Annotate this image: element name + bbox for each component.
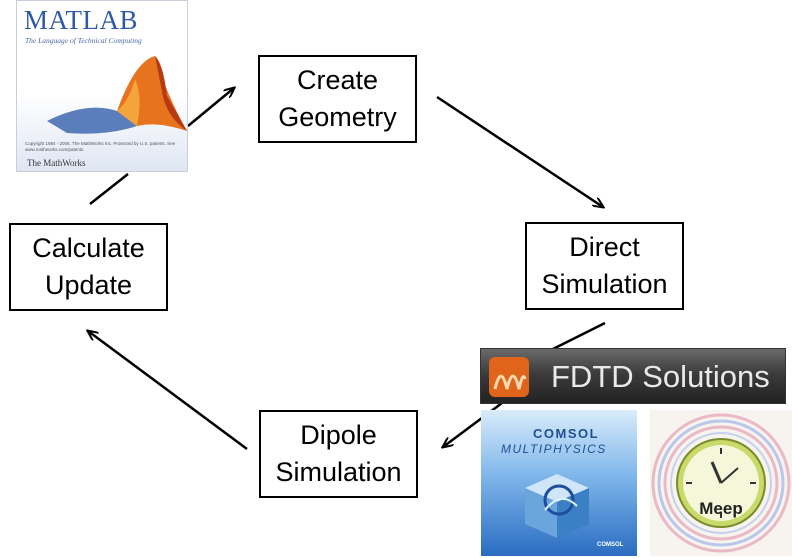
- create-geometry-box: Create Geometry: [258, 55, 417, 143]
- calculate-update-box: Calculate Update: [9, 223, 168, 311]
- arrow-update-to-geometry-head: [187, 88, 234, 127]
- comsol-footer: COMSOL: [597, 542, 624, 548]
- create-geometry-line1: Create: [296, 65, 379, 95]
- mathworks-label: The MathWorks: [27, 158, 86, 168]
- direct-simulation-line2: Simulation: [541, 269, 668, 299]
- arrow-direct-to-dipole: [550, 321, 606, 352]
- comsol-cube-icon: [525, 474, 589, 538]
- fdtd-wave-icon: [489, 357, 529, 397]
- fdtd-solutions-logo: FDTD Solutions: [480, 348, 786, 404]
- dipole-simulation-box: Dipole Simulation: [259, 410, 418, 498]
- matlab-tagline: The Language of Technical Computing: [25, 36, 142, 45]
- matlab-membrane-icon: [47, 56, 187, 134]
- direct-simulation-line1: Direct: [569, 232, 640, 262]
- arrow-dipole-to-update: [88, 331, 248, 451]
- comsol-title: COMSOL: [533, 426, 600, 441]
- matlab-legal: Copyright 1984 - 2006, The MathWorks Inc…: [25, 141, 176, 152]
- arrow-geometry-to-direct: [436, 95, 603, 207]
- comsol-multiphysics-logo: COMSOL MULTIPHYSICS COMSOL: [481, 410, 637, 556]
- matlab-logo: MATLAB The Language of Technical Computi…: [16, 0, 188, 172]
- direct-simulation-box: Direct Simulation: [525, 222, 684, 310]
- multiphysics-title: MULTIPHYSICS: [501, 442, 607, 456]
- create-geometry-line2: Geometry: [278, 102, 397, 132]
- dipole-simulation-line2: Simulation: [275, 457, 402, 487]
- fdtd-solutions-text: FDTD Solutions: [551, 359, 770, 394]
- calculate-update-line1: Calculate: [32, 233, 145, 263]
- dipole-simulation-line1: Dipole: [300, 420, 377, 450]
- meep-logo: Meep: [650, 410, 792, 556]
- meep-text: Meep: [699, 499, 742, 518]
- arrow-update-to-geometry: [89, 173, 129, 205]
- calculate-update-line2: Update: [44, 270, 133, 300]
- meep-clock-icon: Meep: [651, 413, 791, 553]
- matlab-brand: MATLAB: [24, 5, 139, 35]
